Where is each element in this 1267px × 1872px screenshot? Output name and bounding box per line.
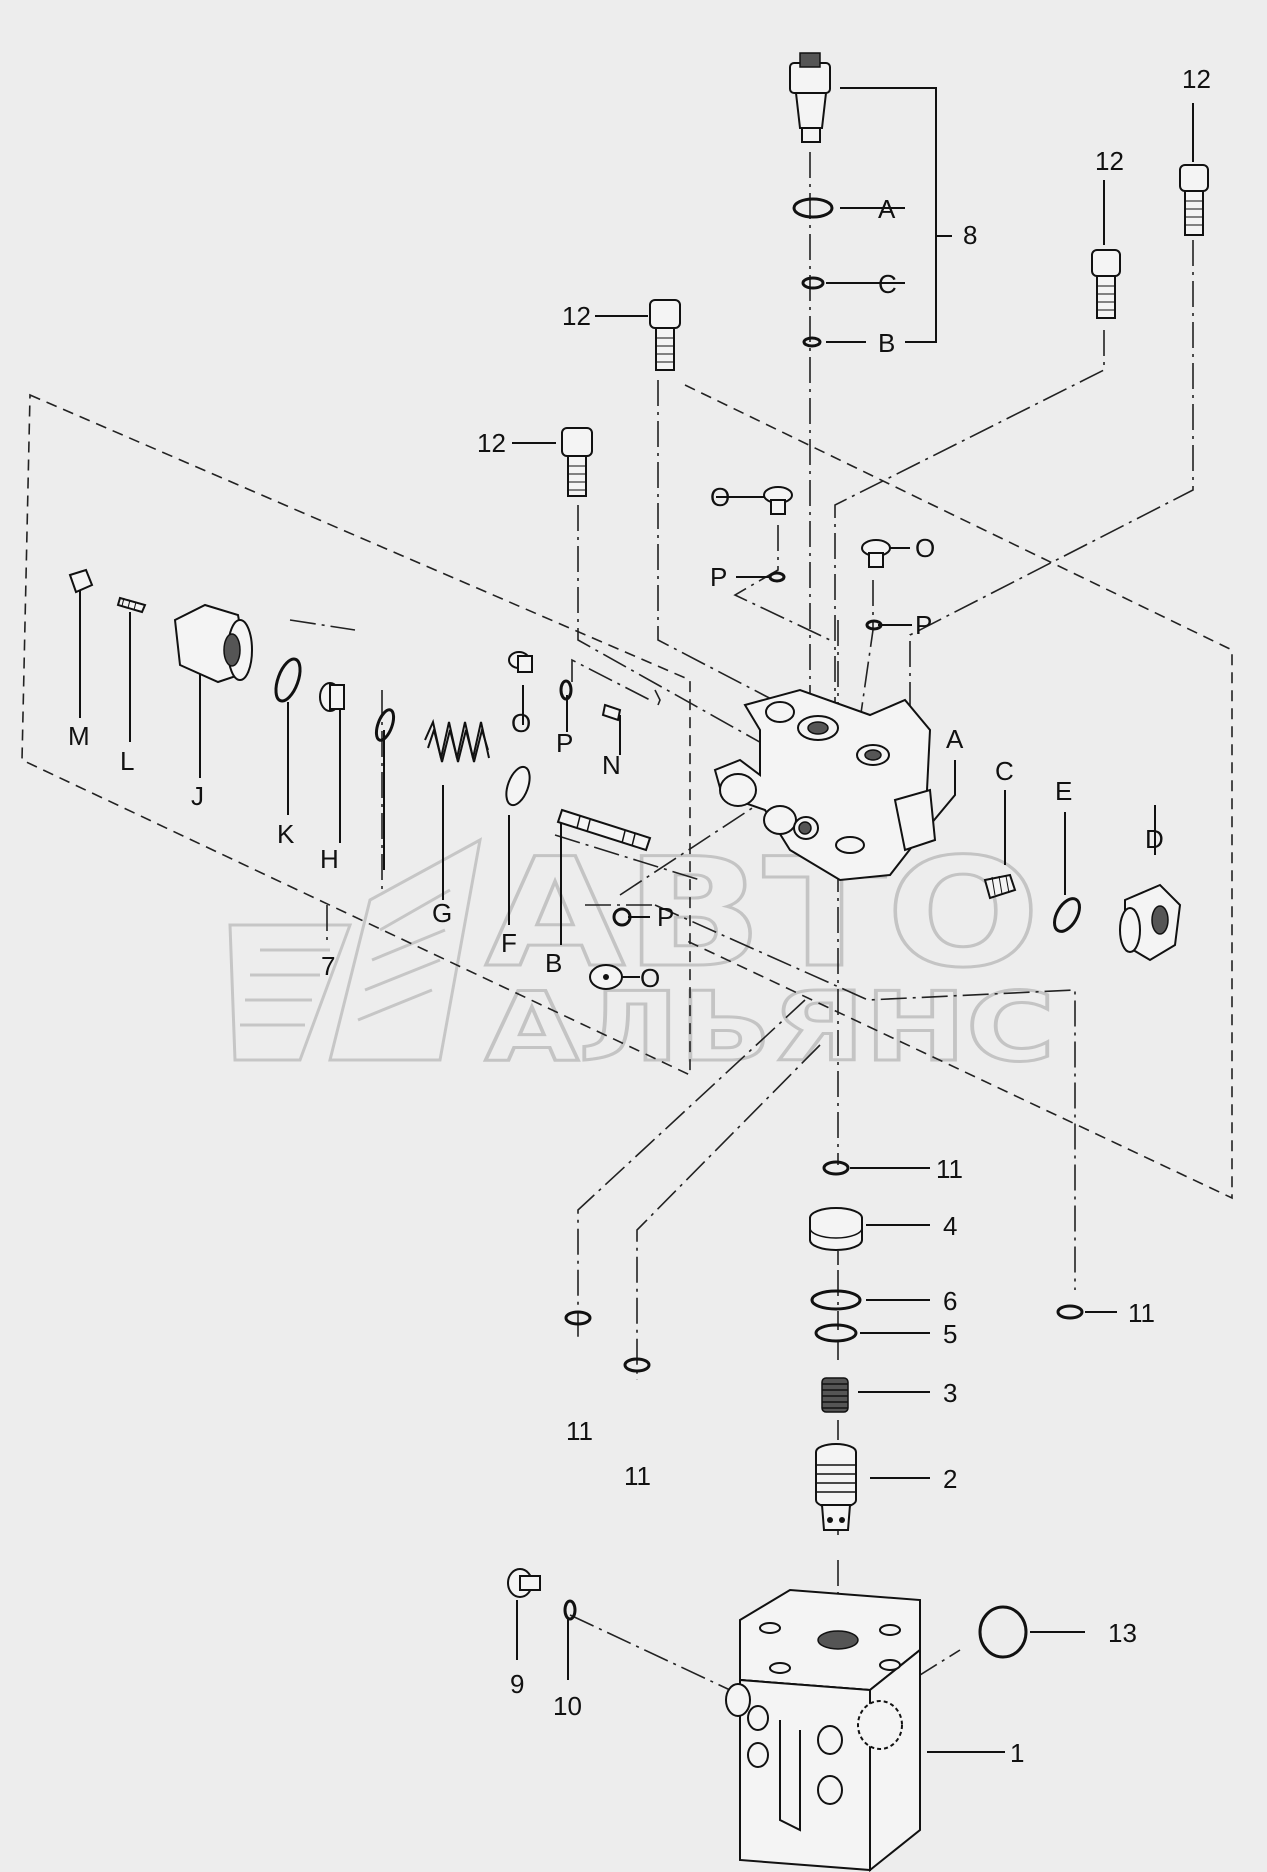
callout-K: K (277, 819, 295, 849)
callout-B-mid: B (545, 948, 562, 978)
spring-3 (821, 1377, 849, 1413)
ring-10 (563, 1599, 577, 1621)
callout-11-left-2: 11 (624, 1461, 651, 1491)
callout-6: 6 (943, 1286, 957, 1316)
ring-P-2 (865, 619, 883, 631)
callout-11-a: 11 (936, 1154, 963, 1184)
part-M (68, 568, 94, 594)
callout-N: N (602, 750, 621, 780)
o-ring-top-A (792, 197, 834, 219)
callout-12-top-right: 12 (1182, 64, 1211, 94)
part-4-piston (809, 1207, 863, 1251)
ring-P-3 (559, 679, 573, 701)
callout-5: 5 (943, 1319, 957, 1349)
ring-5 (814, 1323, 858, 1343)
ring-11-d (1056, 1304, 1084, 1320)
cap-screw-2 (561, 427, 593, 497)
callout-P-1: P (710, 562, 727, 592)
callout-A-right: A (946, 724, 964, 754)
callout-12-upper-left: 12 (562, 301, 591, 331)
main-valve-body (713, 688, 937, 882)
cap-screw-3 (1091, 249, 1121, 319)
ring-11-a (822, 1160, 850, 1176)
ring-6 (810, 1289, 862, 1311)
callout-B-top: B (878, 328, 895, 358)
callout-P-2: P (915, 610, 932, 640)
ring-P-1 (768, 571, 786, 583)
callout-10: 10 (553, 1691, 582, 1721)
ring-I (374, 708, 396, 742)
part-2-valve (815, 1443, 857, 1531)
callout-C-top: C (878, 269, 897, 299)
callout-A-top: A (878, 194, 896, 224)
top-pressure-valve (789, 52, 831, 143)
o-ring-top-C (801, 276, 825, 290)
callout-4: 4 (943, 1211, 957, 1241)
assembly-boundaries (21, 384, 1233, 1200)
ring-K (274, 657, 302, 703)
callout-P-4: P (657, 902, 674, 932)
ring-11-c (623, 1357, 651, 1373)
spring-G (424, 718, 490, 763)
callout-labels: 12 12 12 12 8 A C B O P O P M L J K H 7 … (68, 64, 1211, 1768)
callout-2: 2 (943, 1464, 957, 1494)
part-J-housing (173, 603, 253, 684)
callout-11-left-1: 11 (566, 1416, 593, 1446)
watermark-logo: АВТО АЛЬЯНС (228, 826, 1057, 1085)
ring-11-b (564, 1310, 592, 1326)
watermark-line2: АЛЬЯНС (485, 973, 1055, 1083)
callout-O-4: O (640, 963, 660, 993)
callout-12-right: 12 (1095, 146, 1124, 176)
plug-O-3 (508, 651, 533, 673)
washer-F (505, 765, 531, 807)
ring-13 (978, 1605, 1028, 1659)
callout-C-right: C (995, 756, 1014, 786)
watermark-line1: АВТО (485, 827, 1040, 1001)
callout-O-1: O (710, 482, 730, 512)
callout-F: F (501, 928, 517, 958)
callout-H: H (320, 844, 339, 874)
ring-E (1053, 897, 1081, 933)
callout-13: 13 (1108, 1618, 1137, 1648)
part-L-spring-pin (116, 596, 147, 614)
cap-screw-4 (1179, 164, 1209, 236)
callout-12-left: 12 (477, 428, 506, 458)
callout-J: J (191, 781, 204, 811)
cap-screw-1 (649, 299, 681, 371)
callout-G: G (432, 898, 452, 928)
right-boundary (684, 384, 1233, 1200)
callout-8: 8 (963, 220, 977, 250)
callout-E: E (1055, 776, 1072, 806)
callout-L: L (120, 746, 134, 776)
callout-P-3: P (556, 728, 573, 758)
callout-11-right: 11 (1128, 1298, 1155, 1328)
plug-D (1119, 883, 1182, 962)
plug-O-1 (763, 486, 793, 515)
callout-1: 1 (1010, 1738, 1024, 1768)
leader-lines (79, 87, 1194, 1753)
screw-9 (507, 1568, 541, 1598)
callout-O-2: O (915, 533, 935, 563)
ring-P-4 (612, 907, 632, 927)
callout-O-3: O (511, 708, 531, 738)
callout-M: M (68, 721, 90, 751)
plug-O-4 (589, 964, 623, 990)
part-C-right (983, 873, 1017, 900)
callout-9: 9 (510, 1669, 524, 1699)
part-N (601, 703, 622, 722)
callout-D: D (1145, 824, 1164, 854)
base-block-1 (725, 1588, 921, 1872)
o-ring-top-B (802, 336, 822, 348)
parts (68, 52, 1209, 1872)
spool-B (556, 808, 652, 852)
plug-O-2 (861, 539, 891, 568)
callout-3: 3 (943, 1378, 957, 1408)
callout-7: 7 (321, 951, 335, 981)
part-H (319, 682, 345, 712)
